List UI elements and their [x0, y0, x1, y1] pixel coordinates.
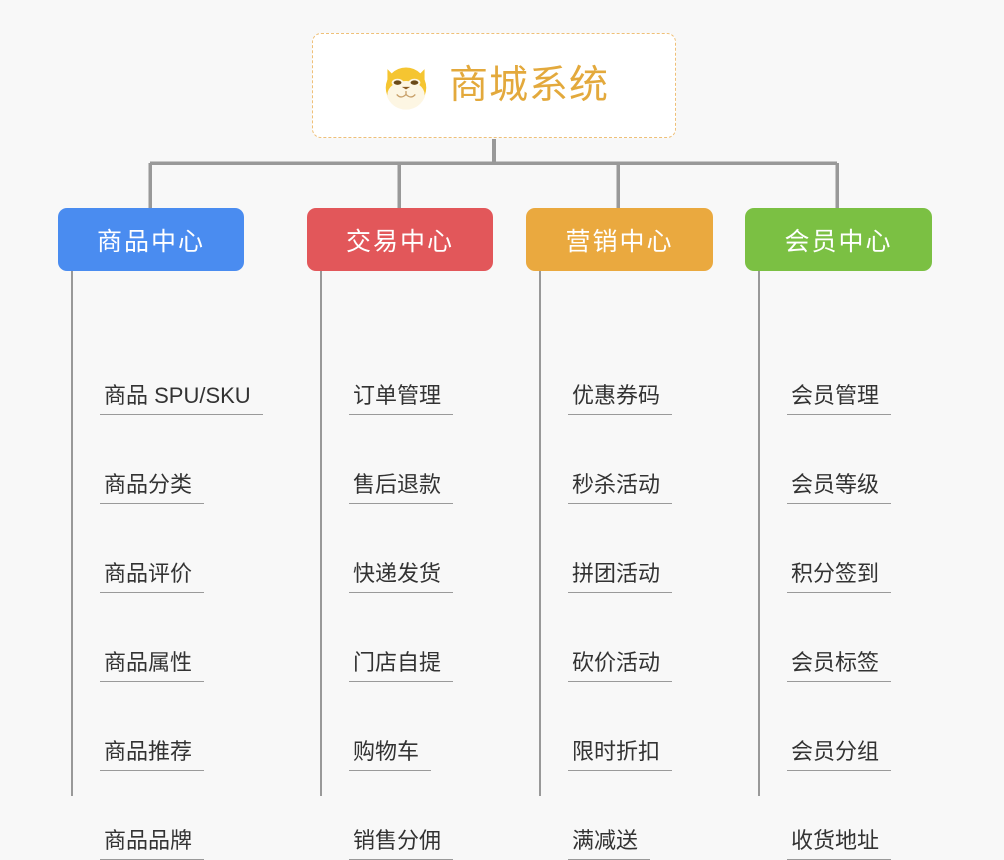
leaf-item[interactable]: 会员管理 — [745, 371, 891, 415]
leaf-item[interactable]: 销售分佣 — [307, 816, 453, 860]
leaf-item-label: 积分签到 — [787, 560, 891, 594]
leaf-item[interactable]: 限时折扣 — [526, 727, 672, 771]
branch-header-1[interactable]: 商品中心 — [58, 208, 244, 271]
leaf-item-label: 商品品牌 — [100, 827, 204, 860]
branch-column-2: 交易中心订单管理售后退款快递发货门店自提购物车销售分佣 — [307, 208, 493, 271]
leaf-item[interactable]: 商品属性 — [58, 638, 204, 682]
leaf-item-label: 会员等级 — [787, 471, 891, 505]
leaf-item-label: 会员标签 — [787, 649, 891, 683]
leaf-item-label: 销售分佣 — [349, 827, 453, 860]
root-node[interactable]: 商城系统 — [312, 33, 676, 138]
leaf-item[interactable]: 商品分类 — [58, 460, 204, 504]
leaf-item-label: 会员分组 — [787, 738, 891, 772]
leaf-item[interactable]: 会员等级 — [745, 460, 891, 504]
leaf-item-label: 商品推荐 — [100, 738, 204, 772]
root-title: 商城系统 — [449, 66, 609, 105]
leaf-item-label: 优惠券码 — [568, 382, 672, 416]
leaf-item-label: 购物车 — [349, 738, 431, 772]
leaf-item[interactable]: 满减送 — [526, 816, 650, 860]
leaf-item[interactable]: 订单管理 — [307, 371, 453, 415]
leaf-item[interactable]: 收货地址 — [745, 816, 891, 860]
leaf-item[interactable]: 商品 SPU/SKU — [58, 371, 263, 415]
leaf-item-label: 订单管理 — [349, 382, 453, 416]
leaf-item-label: 砍价活动 — [568, 649, 672, 683]
leaf-item[interactable]: 会员分组 — [745, 727, 891, 771]
leaf-item-label: 秒杀活动 — [568, 471, 672, 505]
shiba-dog-face-icon — [379, 59, 433, 113]
leaf-item-label: 商品 SPU/SKU — [100, 382, 263, 416]
leaf-item-label: 商品评价 — [100, 560, 204, 594]
leaf-item[interactable]: 快递发货 — [307, 549, 453, 593]
branch-column-3: 营销中心优惠券码秒杀活动拼团活动砍价活动限时折扣满减送 — [526, 208, 713, 271]
leaf-item[interactable]: 拼团活动 — [526, 549, 672, 593]
leaf-item-label: 商品属性 — [100, 649, 204, 683]
leaf-item-label: 商品分类 — [100, 471, 204, 505]
leaf-item[interactable]: 购物车 — [307, 727, 431, 771]
branch-column-4: 会员中心会员管理会员等级积分签到会员标签会员分组收货地址 — [745, 208, 932, 271]
leaf-item-label: 拼团活动 — [568, 560, 672, 594]
leaf-item[interactable]: 积分签到 — [745, 549, 891, 593]
leaf-item[interactable]: 会员标签 — [745, 638, 891, 682]
leaf-item-label: 快递发货 — [349, 560, 453, 594]
leaf-item-label: 限时折扣 — [568, 738, 672, 772]
leaf-item[interactable]: 商品品牌 — [58, 816, 204, 860]
leaf-item[interactable]: 售后退款 — [307, 460, 453, 504]
branch-header-3[interactable]: 营销中心 — [526, 208, 713, 271]
leaf-item[interactable]: 优惠券码 — [526, 371, 672, 415]
leaf-item-label: 会员管理 — [787, 382, 891, 416]
branch-header-2[interactable]: 交易中心 — [307, 208, 493, 271]
leaf-item-label: 满减送 — [568, 827, 650, 860]
leaf-item-label: 门店自提 — [349, 649, 453, 683]
leaf-item[interactable]: 门店自提 — [307, 638, 453, 682]
leaf-item[interactable]: 商品推荐 — [58, 727, 204, 771]
leaf-item[interactable]: 秒杀活动 — [526, 460, 672, 504]
leaf-item-label: 售后退款 — [349, 471, 453, 505]
leaf-item-label: 收货地址 — [787, 827, 891, 860]
leaf-item[interactable]: 砍价活动 — [526, 638, 672, 682]
branch-header-4[interactable]: 会员中心 — [745, 208, 932, 271]
leaf-item[interactable]: 商品评价 — [58, 549, 204, 593]
